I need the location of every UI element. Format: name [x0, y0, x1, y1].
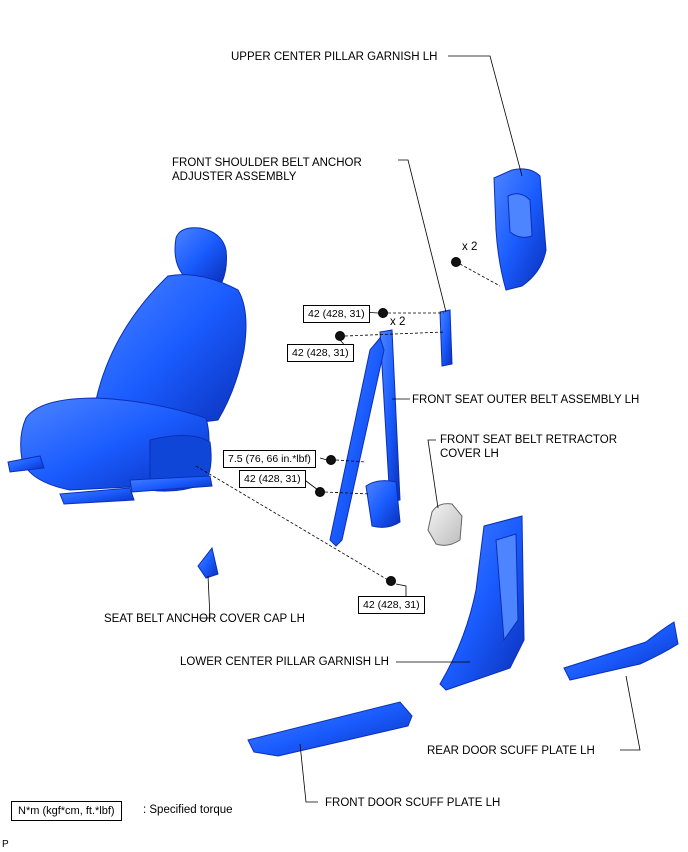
front-seat-outer-belt [329, 329, 401, 547]
torque-box-4: 42 (428, 31) [239, 470, 306, 488]
torque-box-5: 42 (428, 31) [358, 596, 425, 614]
anchor-cover-cap [197, 546, 219, 579]
front-seat [7, 227, 247, 505]
label-front-door-scuff-plate: FRONT DOOR SCUFF PLATE LH [325, 797, 501, 809]
bolt-icon [326, 455, 336, 465]
dashed-guides [195, 263, 501, 581]
label-shoulder-anchor-line1: FRONT SHOULDER BELT ANCHOR [172, 157, 362, 169]
legend-text: : Specified torque [143, 804, 233, 816]
torque-box-2: 42 (428, 31) [287, 344, 354, 362]
front-door-scuff-plate [247, 701, 413, 757]
rear-door-scuff-plate [563, 621, 679, 681]
label-rear-door-scuff-plate: REAR DOOR SCUFF PLATE LH [427, 745, 595, 757]
label-lower-center-pillar-garnish: LOWER CENTER PILLAR GARNISH LH [180, 656, 389, 668]
count-anchor-bolts: x 2 [390, 316, 406, 328]
label-upper-center-pillar-garnish: UPPER CENTER PILLAR GARNISH LH [231, 51, 438, 63]
page-footer-marker: P [2, 839, 9, 850]
shoulder-belt-anchor-adjuster [439, 309, 453, 367]
torque-box-3: 7.5 (76, 66 in.*lbf) [223, 450, 316, 468]
label-shoulder-anchor-line2: ADJUSTER ASSEMBLY [172, 171, 297, 183]
label-anchor-cover-cap: SEAT BELT ANCHOR COVER CAP LH [104, 613, 305, 625]
upper-center-pillar-garnish [493, 168, 547, 291]
label-retractor-cover-line2: COVER LH [440, 448, 499, 460]
lower-center-pillar-garnish [439, 515, 525, 691]
bolt-icon [378, 308, 388, 318]
label-retractor-cover-line1: FRONT SEAT BELT RETRACTOR [440, 434, 618, 446]
label-outer-belt-assembly: FRONT SEAT OUTER BELT ASSEMBLY LH [412, 394, 640, 406]
belt-retractor-cover [427, 503, 463, 546]
torque-box-1: 42 (428, 31) [303, 305, 370, 323]
count-upper-clips: x 2 [462, 241, 478, 253]
bolt-icon [335, 331, 345, 341]
bolt-icon [386, 576, 396, 586]
bolt-icon [451, 257, 461, 267]
legend-unit-box: N*m (kgf*cm, ft.*lbf) [11, 801, 122, 821]
